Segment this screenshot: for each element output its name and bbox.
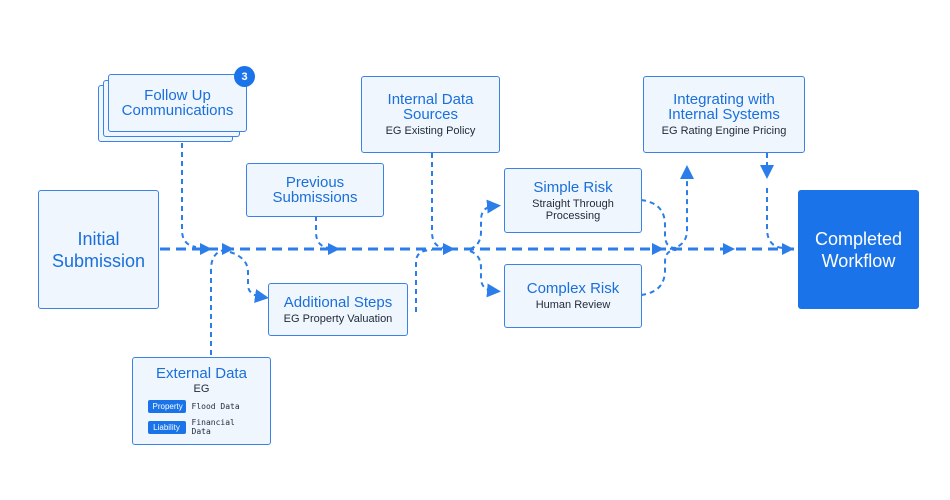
internal-data-sources-box[interactable]: Internal Data Sources EG Existing Policy <box>361 76 500 153</box>
external-connector <box>210 249 226 355</box>
complex-subtitle: Human Review <box>535 299 611 311</box>
internal-subtitle: EG Existing Policy <box>385 125 476 137</box>
integrating-in-connector <box>669 165 694 250</box>
simple-subtitle: Straight Through Processing <box>532 197 614 222</box>
initial-title: Initial Submission <box>51 228 146 271</box>
external-data-box[interactable]: External Data EG Property Flood Data Lia… <box>132 357 271 445</box>
property-text: Flood Data <box>191 402 240 411</box>
simple-title: Simple Risk <box>533 178 613 196</box>
complex-in-connector <box>469 250 501 298</box>
previous-connector <box>315 216 331 249</box>
previous-submissions-box[interactable]: Previous Submissions <box>246 163 384 217</box>
additional-out-connector <box>415 249 433 312</box>
additional-subtitle: EG Property Valuation <box>283 312 393 325</box>
property-chip: Property <box>147 400 186 413</box>
previous-title: Previous Submissions <box>272 174 358 206</box>
complex-title: Complex Risk <box>526 280 620 297</box>
external-row-property: Property Flood Data <box>147 400 256 413</box>
additional-title: Additional Steps <box>283 293 393 311</box>
complex-out-connector <box>640 249 677 296</box>
completed-title: Completed Workflow <box>814 228 903 271</box>
additional-steps-box[interactable]: Additional Steps EG Property Valuation <box>268 283 408 336</box>
followup-count-badge: 3 <box>234 66 255 87</box>
initial-submission-box[interactable]: Initial Submission <box>38 190 159 309</box>
internal-connector <box>431 153 446 249</box>
additional-in-connector <box>229 251 269 303</box>
external-title: External Data <box>156 365 247 382</box>
integrating-subtitle: EG Rating Engine Pricing <box>661 125 787 137</box>
simple-out-connector <box>640 199 677 249</box>
internal-title: Internal Data Sources <box>387 91 474 123</box>
external-row-liability: Liability Financial Data <box>147 418 256 436</box>
integrating-title: Integrating with Internal Systems <box>668 91 780 123</box>
simple-in-connector <box>469 199 501 250</box>
followup-title: Follow Up Communications <box>121 87 234 119</box>
followup-connector <box>181 143 197 248</box>
liability-text: Financial Data <box>191 418 235 436</box>
simple-risk-box[interactable]: Simple Risk Straight Through Processing <box>504 168 642 233</box>
integrating-systems-box[interactable]: Integrating with Internal Systems EG Rat… <box>643 76 805 153</box>
complex-risk-box[interactable]: Complex Risk Human Review <box>504 264 642 328</box>
liability-chip: Liability <box>147 420 186 434</box>
followup-communications-box[interactable]: Follow Up Communications <box>108 74 247 132</box>
external-subtitle: EG <box>193 383 210 395</box>
completed-workflow-box[interactable]: Completed Workflow <box>798 190 919 309</box>
